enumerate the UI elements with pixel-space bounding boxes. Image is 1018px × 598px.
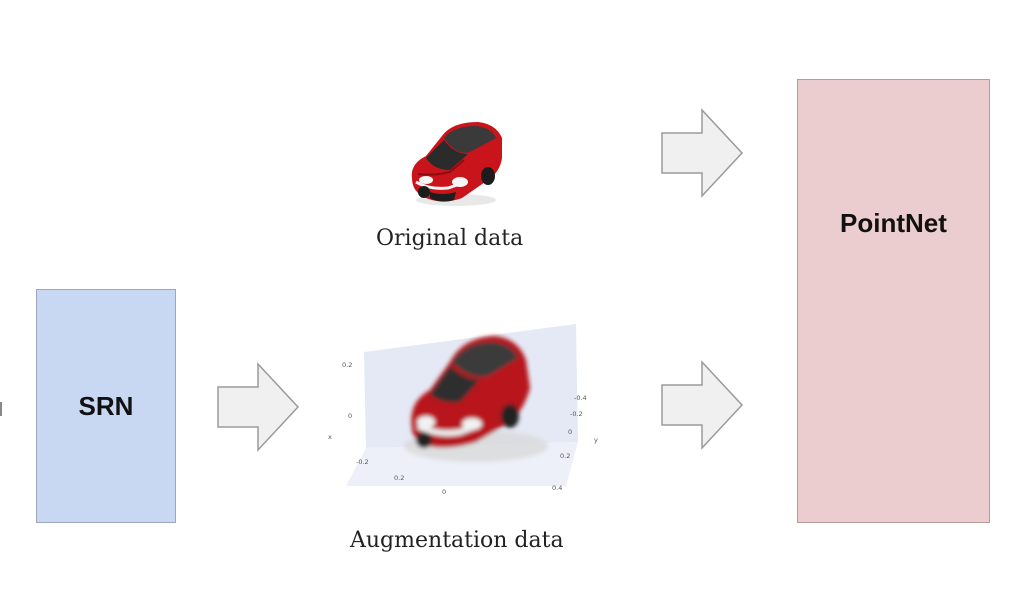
augmentation-data-caption: Augmentation data (350, 528, 564, 553)
arrow-shape (661, 108, 744, 198)
car-3d-render-icon (411, 122, 502, 206)
axis-name-x: x (328, 433, 332, 441)
tick-left-1: 0 (348, 412, 352, 420)
pointnet-label: PointNet (840, 207, 947, 238)
axis-name-y: y (594, 436, 598, 444)
tick-bottom-0: 0.2 (394, 474, 404, 482)
arrow-shape (661, 360, 744, 450)
tick-right-2: 0 (568, 428, 572, 436)
block-arrow-right-icon (217, 362, 300, 452)
tick-left-0: 0.2 (342, 361, 352, 369)
left-edge-mark (0, 402, 2, 416)
pointnet-node: PointNet (797, 79, 990, 523)
tick-right-1: -0.2 (570, 410, 583, 418)
tick-right-4: 0.4 (552, 484, 562, 492)
tick-left-2: -0.2 (356, 458, 369, 466)
arrow-shape (217, 362, 300, 452)
block-arrow-right-icon (661, 108, 744, 198)
srn-label: SRN (78, 390, 134, 421)
block-arrow-right-icon (661, 360, 744, 450)
srn-node: SRN (36, 289, 176, 523)
point-cloud-plot: 0.2 0 -0.2 x 0.2 0 -0.4 -0.2 0 0.2 0.4 y (328, 324, 598, 496)
point-cloud-car-icon (404, 336, 548, 462)
original-data-caption: Original data (376, 226, 524, 251)
tick-right-0: -0.4 (574, 394, 587, 402)
tick-bottom-1: 0 (442, 488, 446, 496)
tick-right-3: 0.2 (560, 452, 570, 460)
